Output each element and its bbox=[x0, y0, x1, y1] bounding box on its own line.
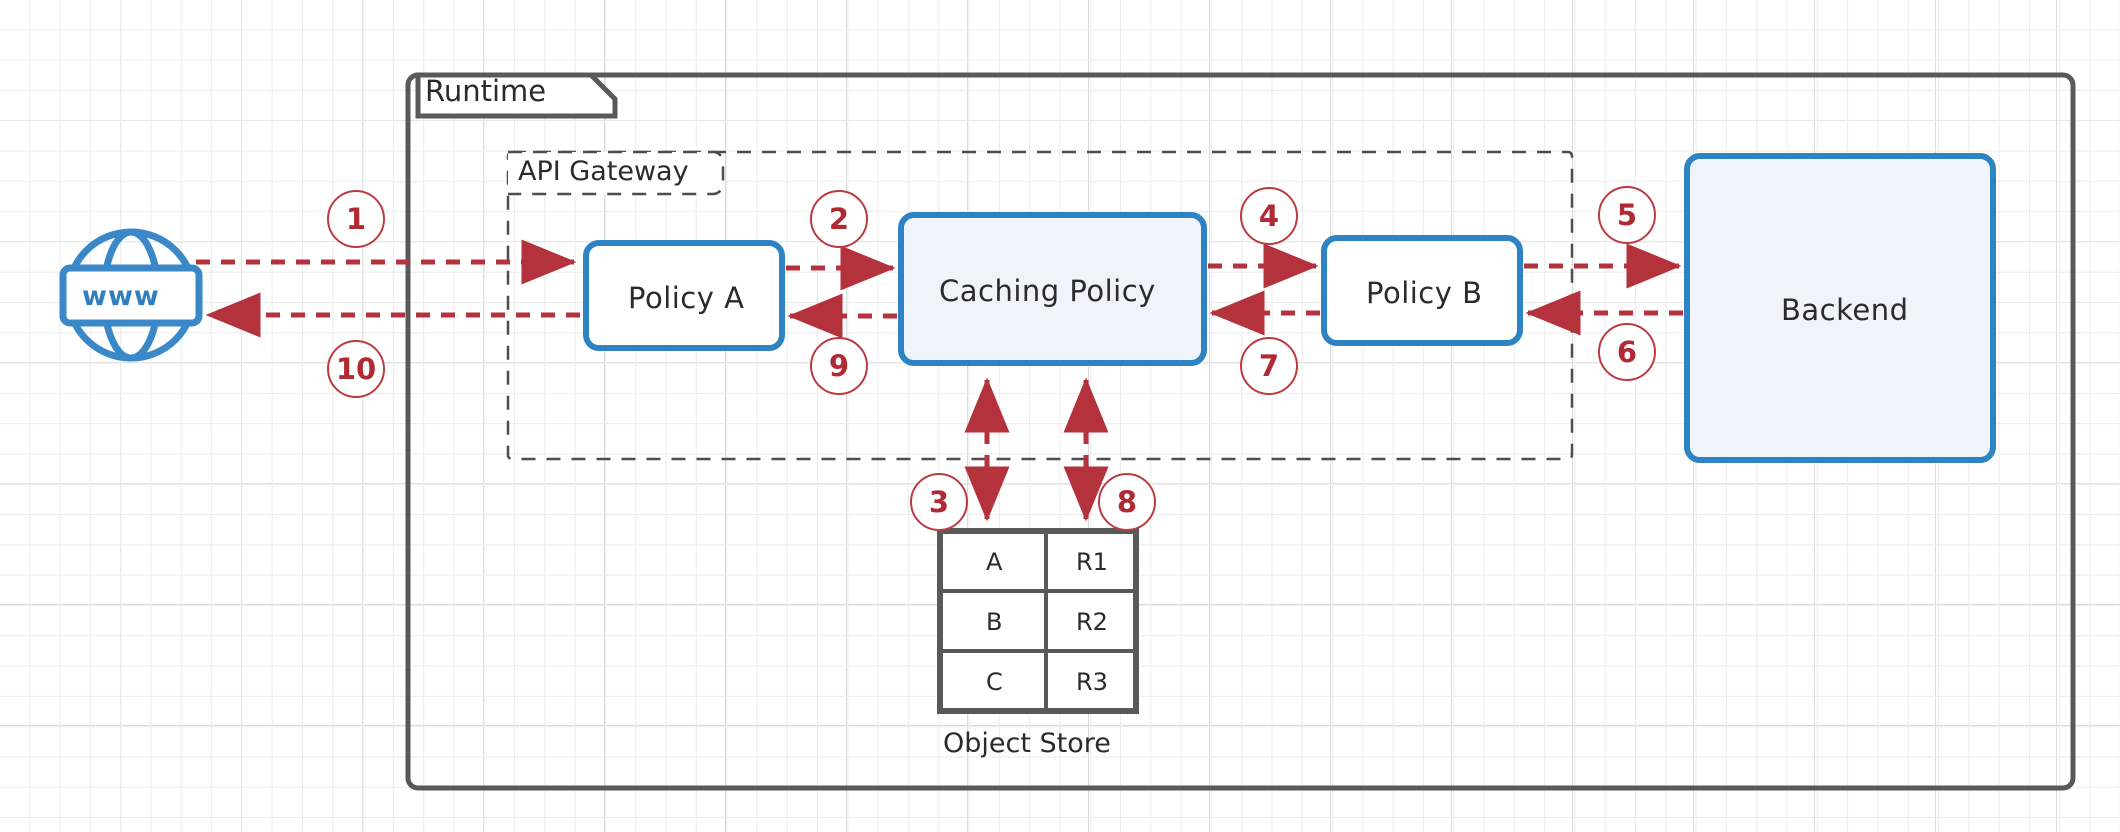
step-badge-10[interactable]: 10 bbox=[327, 340, 385, 398]
step-badge-2[interactable]: 2 bbox=[810, 190, 868, 248]
step-badge-4[interactable]: 4 bbox=[1240, 187, 1298, 245]
step-badge-8[interactable]: 8 bbox=[1098, 473, 1156, 531]
policy-a-node[interactable] bbox=[583, 240, 785, 351]
step-badge-6[interactable]: 6 bbox=[1598, 323, 1656, 381]
step-badge-5[interactable]: 5 bbox=[1598, 186, 1656, 244]
step-badge-9[interactable]: 9 bbox=[810, 337, 868, 395]
caching-policy-node[interactable] bbox=[898, 212, 1207, 366]
object-store-table[interactable] bbox=[937, 528, 1139, 714]
backend-node[interactable] bbox=[1684, 153, 1996, 463]
policy-b-node[interactable] bbox=[1321, 235, 1523, 346]
step-badge-3[interactable]: 3 bbox=[910, 473, 968, 531]
runtime-container bbox=[405, 72, 2076, 791]
step-badge-1[interactable]: 1 bbox=[327, 190, 385, 248]
globe-www-text: www bbox=[82, 281, 160, 312]
step-badge-7[interactable]: 7 bbox=[1240, 337, 1298, 395]
globe-www-icon bbox=[59, 228, 203, 362]
